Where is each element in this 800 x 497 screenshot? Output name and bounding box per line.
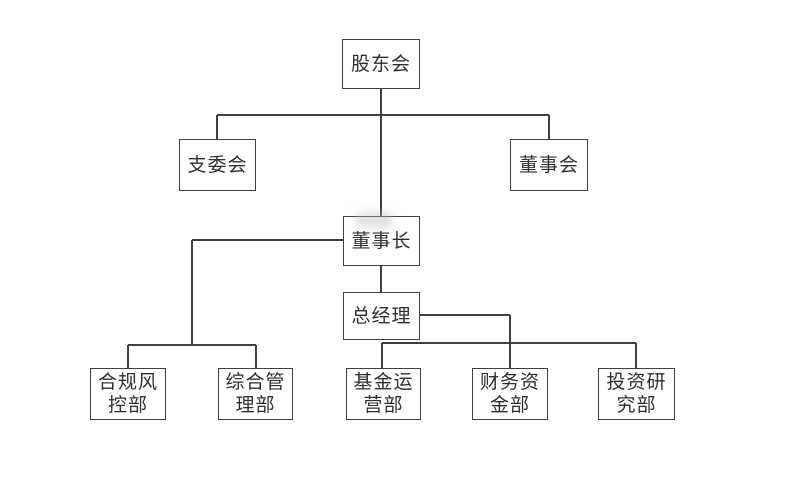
connector-line-horizontal: [420, 314, 510, 316]
connector-line-vertical: [509, 315, 511, 368]
connector-line-horizontal: [382, 342, 636, 344]
org-node-chairman: 董事长: [343, 216, 420, 266]
org-node-board-of-directors: 董事会: [510, 139, 588, 191]
connector-line-vertical: [381, 343, 383, 368]
org-node-label-general-management-dept: 综合管 理部: [225, 371, 286, 416]
org-node-shareholders-meeting: 股东会: [342, 39, 420, 89]
org-node-label-investment-research-dept: 投资研 究部: [606, 371, 667, 416]
connector-line-vertical: [191, 240, 193, 345]
org-node-fund-operations-dept: 基金运 营部: [346, 368, 421, 420]
org-node-investment-research-dept: 投资研 究部: [598, 368, 675, 420]
org-node-general-management-dept: 综合管 理部: [218, 368, 293, 420]
org-node-general-manager: 总经理: [343, 292, 420, 340]
org-node-label-compliance-risk-dept: 合规风 控部: [97, 371, 158, 416]
org-node-branch-committee: 支委会: [179, 139, 256, 191]
connector-line-horizontal: [192, 239, 343, 241]
connector-line-vertical: [635, 343, 637, 368]
org-node-compliance-risk-dept: 合规风 控部: [90, 368, 166, 420]
connector-line-horizontal: [217, 114, 549, 116]
connector-line-vertical: [255, 345, 257, 368]
connector-line-vertical: [216, 115, 218, 139]
connector-line-vertical: [380, 115, 382, 216]
connector-line-vertical: [127, 345, 129, 368]
org-node-label-general-manager: 总经理: [351, 304, 412, 327]
org-node-label-fund-operations-dept: 基金运 营部: [353, 371, 414, 416]
org-node-label-branch-committee: 支委会: [187, 153, 248, 176]
connector-line-horizontal: [128, 344, 256, 346]
org-node-label-board-of-directors: 董事会: [518, 153, 579, 176]
connector-line-vertical: [380, 89, 382, 115]
org-node-label-chairman: 董事长: [351, 229, 412, 252]
org-node-label-finance-treasury-dept: 财务资 金部: [479, 371, 540, 416]
org-node-finance-treasury-dept: 财务资 金部: [472, 368, 548, 420]
connector-line-vertical: [380, 266, 382, 292]
connector-line-vertical: [548, 115, 550, 139]
org-node-label-shareholders-meeting: 股东会: [350, 52, 411, 75]
